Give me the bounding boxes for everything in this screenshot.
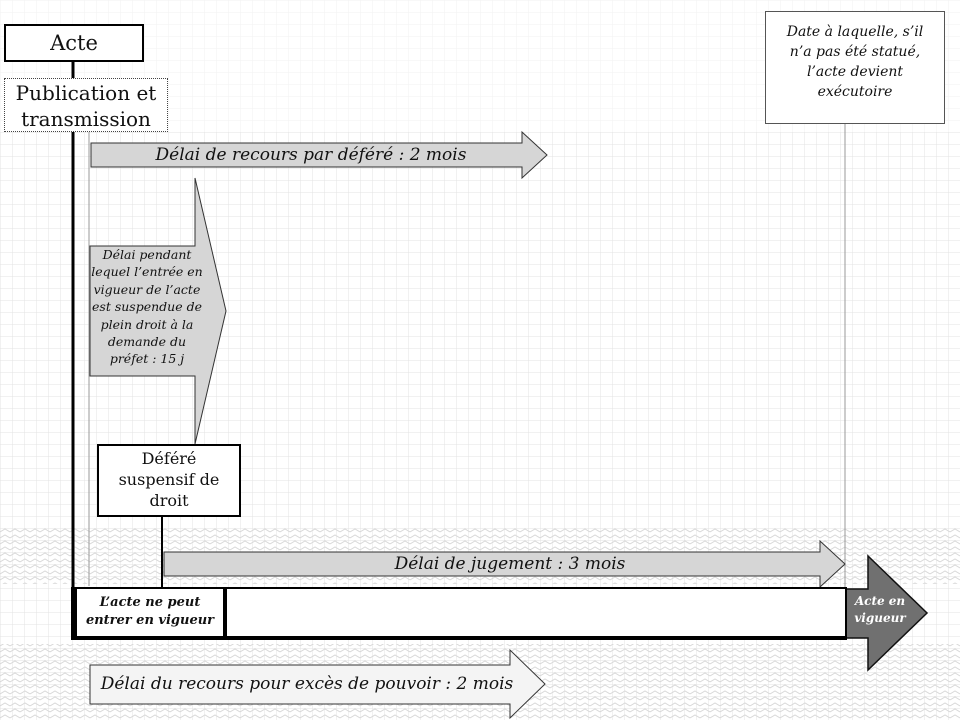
arrow-jugement [163,539,846,589]
arrow-suspension [89,177,227,445]
suspension-label: Délai pendant lequel l’entrée en vigueur… [91,247,203,367]
publication-box: Publication et transmission [4,78,168,132]
in-force-label: Acte en vigueur [854,594,906,625]
recours-defere-label: Délai de recours par déféré : 2 mois [155,145,467,165]
jugement-label: Délai de jugement : 3 mois [394,554,626,574]
acte-box: Acte [4,24,144,62]
arrow-recours-defere [90,130,548,180]
publication-label: Publication et transmission [15,81,157,131]
timeline-arrow-head [844,554,929,672]
date-note-box: Date à laquelle, s’il n’a pas été statué… [765,11,945,124]
not-in-force-label: L’acte ne peut entrer en vigueur [85,595,215,628]
timeline-inner-white [77,589,845,636]
defere-label: Déféré suspensif de droit [118,449,220,510]
timeline-divider [223,587,227,640]
date-note-label: Date à laquelle, s’il n’a pas été statué… [786,24,924,100]
exces-pouvoir-label: Délai du recours pour excès de pouvoir :… [100,674,514,694]
defere-box: Déféré suspensif de droit [97,444,241,517]
acte-label: Acte [50,31,98,55]
arrow-exces-pouvoir [89,648,546,720]
